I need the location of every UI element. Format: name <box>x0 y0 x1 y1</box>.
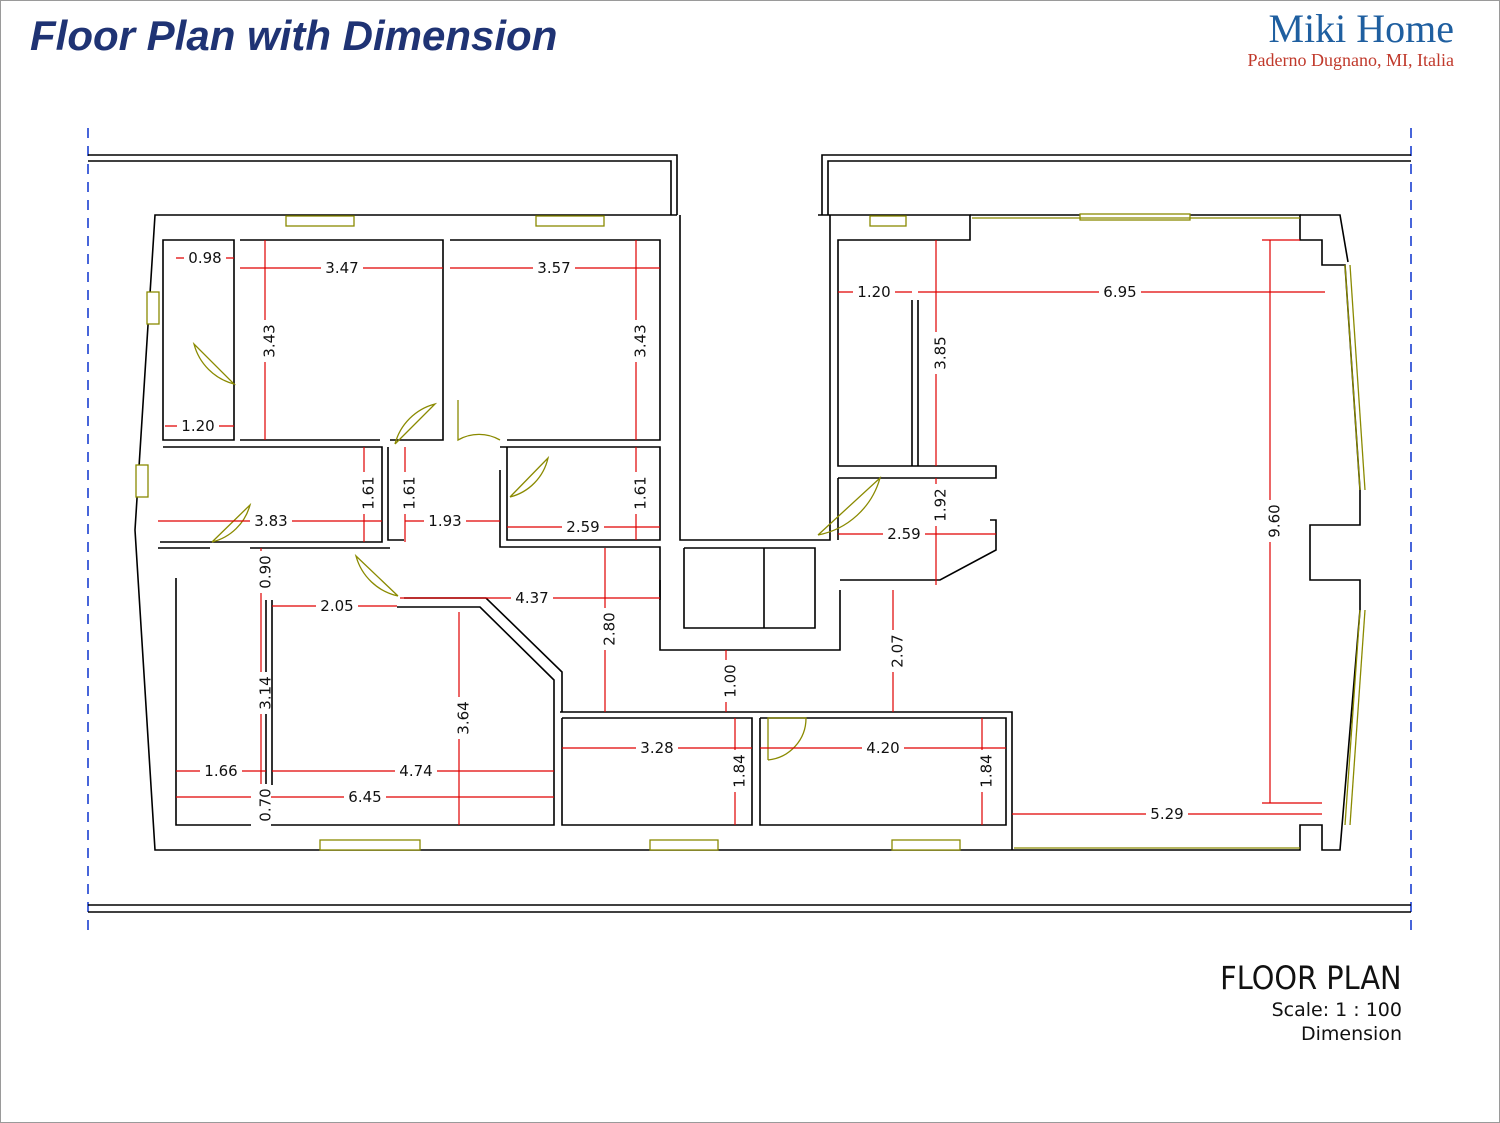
windows <box>135 213 1366 851</box>
dim-left-w: 1.66 <box>204 762 237 780</box>
drawing-title: FLOOR PLAN <box>1220 959 1402 997</box>
dim-entry-h: 1.00 <box>722 664 740 697</box>
dim-bed2-w: 3.57 <box>537 259 570 277</box>
dim-room3-strip: 0.70 <box>257 788 275 821</box>
dim-kitchen-w: 4.20 <box>866 739 899 757</box>
drawing-mode: Dimension <box>1301 1023 1402 1045</box>
dim-room4-h: 3.64 <box>455 701 473 734</box>
dim-bath-w: 3.83 <box>254 512 287 530</box>
dimension-lines <box>158 239 1325 825</box>
exterior-walls <box>134 214 1361 851</box>
dim-wc-w: 2.59 <box>566 518 599 536</box>
doors <box>192 341 882 761</box>
dimension-labels: 0.98 1.20 3.47 3.57 3.43 3.43 3.83 1.61 … <box>177 248 1284 826</box>
dim-room3-h: 3.14 <box>257 676 275 709</box>
drawing-scale: Scale: 1 : 100 <box>1271 999 1402 1021</box>
brand-name: Miki Home <box>1268 6 1454 51</box>
dim-small1-h: 1.84 <box>731 754 749 787</box>
interior-walls <box>158 239 1007 826</box>
dim-wc-h: 1.61 <box>632 476 650 509</box>
dim-passage-h: 2.07 <box>889 634 907 667</box>
dim-room4-w: 4.74 <box>399 762 432 780</box>
dim-room3-w: 2.05 <box>320 597 353 615</box>
brand-location: Paderno Dugnano, MI, Italia <box>1247 50 1454 70</box>
dim-bed1-w: 3.47 <box>325 259 358 277</box>
dim-bath-h: 1.61 <box>360 476 378 509</box>
dim-kitchen-h: 1.84 <box>978 754 996 787</box>
dim-right-bath-h: 1.92 <box>932 488 950 521</box>
dim-bed2-h: 3.43 <box>632 324 650 357</box>
dim-gap: 0.90 <box>257 555 275 588</box>
dim-living-h: 9.60 <box>1266 504 1284 537</box>
dim-living-w: 6.95 <box>1103 283 1136 301</box>
dim-right-closet-w: 1.20 <box>857 283 890 301</box>
dim-closet-bottom: 1.20 <box>181 417 214 435</box>
dim-room-total: 6.45 <box>348 788 381 806</box>
dim-hall-w: 1.93 <box>428 512 461 530</box>
dim-right-closet-h: 3.85 <box>932 336 950 369</box>
terrace-rails <box>88 154 1411 913</box>
title-block: FLOOR PLAN Scale: 1 : 100 Dimension <box>1200 958 1402 1046</box>
dim-corridor-w: 4.37 <box>515 589 548 607</box>
dim-corridor-h: 2.80 <box>601 612 619 645</box>
dim-closet-w: 0.98 <box>188 249 221 267</box>
dim-hall-h: 1.61 <box>401 476 419 509</box>
page-title: Floor Plan with Dimension <box>30 12 558 59</box>
dim-living-bottom: 5.29 <box>1150 805 1183 823</box>
dim-right-bath-w: 2.59 <box>887 525 920 543</box>
dim-small1-w: 3.28 <box>640 739 673 757</box>
brand-logo: Miki Home Paderno Dugnano, MI, Italia <box>1247 6 1454 71</box>
dim-bed1-h: 3.43 <box>261 324 279 357</box>
